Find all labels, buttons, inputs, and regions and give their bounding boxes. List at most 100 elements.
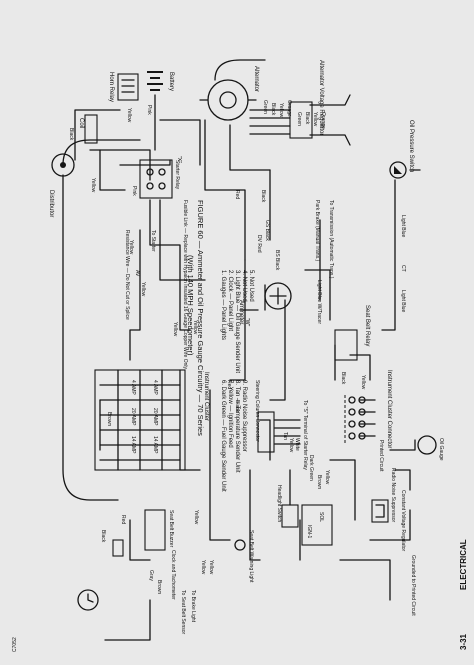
to-starter-label: To Starter [150, 230, 156, 252]
wire-label: Yellow [193, 510, 199, 525]
wire-label: BS Black [274, 250, 280, 271]
wire-label: Yellow [360, 375, 366, 390]
starter-relay-label: Starter Relay [174, 160, 180, 190]
legend-item: 4. Not Used [241, 270, 247, 302]
starter-relay: Starter Relay [139, 159, 180, 199]
legend-item: 5. Not Used [248, 270, 254, 302]
oil-pressure-switch: Oil Pressure Switch [389, 120, 414, 179]
alternator: Alternator [199, 66, 259, 121]
wire-label: "X" [176, 156, 182, 163]
wire-label: Black [304, 112, 310, 125]
horn-relay-label: Horn Relay [108, 72, 114, 102]
wire-label: Black [340, 372, 346, 385]
section-title: ELECTRICAL [459, 539, 468, 590]
cluster-connector-label: Instrument Cluster Connector [386, 370, 392, 448]
fuse-rating: 20 AMP [152, 408, 158, 426]
voltage-regulator: Alternator Voltage Regulator [289, 60, 324, 139]
fusible-link-note: Fusible Link — Replace with Hypalon Insu… [182, 200, 188, 369]
wire-label: Yellow [200, 560, 206, 575]
seat-belt-warning-light: Seat Belt Warning Light [234, 530, 254, 583]
wire-label: Red [120, 515, 126, 524]
wires [62, 59, 421, 641]
wire-label: Yellow [324, 470, 330, 485]
fuse-block: 4 AMP 20 AMP 14 AMP 4 AMP 20 AMP 14 AMP … [94, 369, 209, 471]
clock-label: Clock and Tachometer [170, 550, 176, 600]
resistance-wire-note: Resistance Wire — Do Not Cut or Splice [124, 230, 130, 320]
legend-item: 3. Light Blue — Oil Gauge Sender Unit [234, 270, 240, 373]
wire-labels: Black Yellow Yellow Pink Pink "X" "W" Ye… [68, 100, 406, 594]
sol-label: SOL [318, 512, 324, 522]
seat-belt-relay: Seat Belt Relay [334, 305, 370, 361]
legend-item: 2. Clock — Panel Light [227, 270, 233, 331]
steering-column-connector: Steering Column Connector To "S" Termina… [254, 380, 308, 470]
legend: 1. Gauges — Panel Lights 2. Clock — Pane… [220, 270, 254, 492]
wire-label: Brown [316, 475, 322, 489]
wire-label: Orange [286, 100, 292, 117]
steering-connector-label: Steering Column Connector [254, 380, 260, 442]
distributor: Distributor [48, 153, 75, 217]
wire-label: Yellow [90, 178, 96, 193]
legend-item: 1. Gauges — Panel Lights [220, 270, 226, 340]
wire-label: Yellow [172, 322, 178, 337]
wire-label: AV [134, 270, 140, 277]
fuse-rating: 4 AMP [152, 380, 158, 395]
battery-label: Battery [168, 72, 174, 91]
seat-belt-sensor-label: To Seat Belt Sensor [180, 590, 186, 635]
brake-light-label: To Brake Light [190, 590, 196, 623]
wire-label: Black [68, 128, 74, 141]
wire-label: Black [100, 530, 106, 543]
printed-circuit-label: Printed Circuit [378, 440, 384, 472]
wire-label: Yellow [208, 560, 214, 575]
cv-regulator-label: Constant Voltage Regulator [400, 490, 406, 551]
wire-label: Black [260, 190, 266, 203]
fuse-rating: 4 AMP [130, 380, 136, 395]
coil-label: Coil [78, 118, 84, 128]
wire-label: Yellow [140, 282, 146, 297]
s-terminal-label: To "S" Terminal of Starter Relay [302, 400, 308, 470]
wire-label: Red [226, 380, 232, 389]
headlight-switch-label: Headlight Switch [276, 485, 282, 522]
legend-item: 9. Radio Noise Suppressor [241, 380, 247, 452]
instrument-cluster-label: Instrument Cluster [203, 372, 209, 421]
ammeter-label: Ammeter [238, 300, 244, 324]
connector-plug [112, 539, 124, 557]
grounded-label: Grounded to Printed Circuit [410, 555, 416, 616]
wire-label: Black [234, 400, 240, 413]
wire-label: Orange [320, 112, 326, 129]
page-number: 3-31 [459, 633, 468, 650]
wire-label: Tan [282, 432, 288, 440]
to-transmission-label: To Transmission (Automatic Trans.) [328, 200, 334, 279]
oil-gauge: Oil Gauge [417, 435, 444, 461]
wire-label: Yellow [192, 320, 198, 335]
legend-item: 7. Yellow — Ignition Feed [227, 380, 233, 448]
wire-label: Yellow [278, 103, 284, 118]
regulator-label: Alternator Voltage Regulator [318, 60, 324, 135]
fuse-rating: 14 AMP [152, 436, 158, 454]
fuse-rating: 20 AMP [130, 408, 136, 426]
park-brake-label: Park Brake (Manual Trans.) [314, 200, 320, 261]
cluster-connector: Instrument Cluster Connector [344, 370, 392, 448]
ign1-label: IGN-1 [306, 525, 312, 539]
wire-label: GS Black [264, 220, 270, 241]
wire-label: Gray [148, 570, 154, 581]
radio-noise-label: Radio Noise Suppressor [390, 468, 396, 523]
buzzer-label: Seat Belt Buzzer [168, 510, 174, 548]
wire-label: Yellow [288, 438, 294, 453]
seat-belt-relay-label: Seat Belt Relay [364, 305, 370, 346]
wire-label: Yellow [128, 240, 134, 255]
ammeter: Ammeter [238, 282, 292, 324]
wire-label: Pink [131, 186, 137, 196]
wire-label: Light Blue [400, 215, 406, 237]
ignition-coil: Coil [78, 114, 98, 144]
wire-label: Yellow [312, 112, 318, 127]
wire-label: Yellow [126, 108, 132, 123]
tracer-label: Light Blue W/Tracer [316, 280, 322, 324]
constant-voltage-regulator: Constant Voltage Regulator Grounded to P… [371, 490, 416, 616]
warning-light-label: Seat Belt Warning Light [248, 530, 254, 583]
wire-label: Brown [106, 412, 112, 426]
wire-label: Pink [146, 105, 152, 115]
fuse-rating: 14 AMP [130, 436, 136, 454]
wire-label: "W" [244, 318, 250, 326]
wire-label: Black [270, 103, 276, 116]
